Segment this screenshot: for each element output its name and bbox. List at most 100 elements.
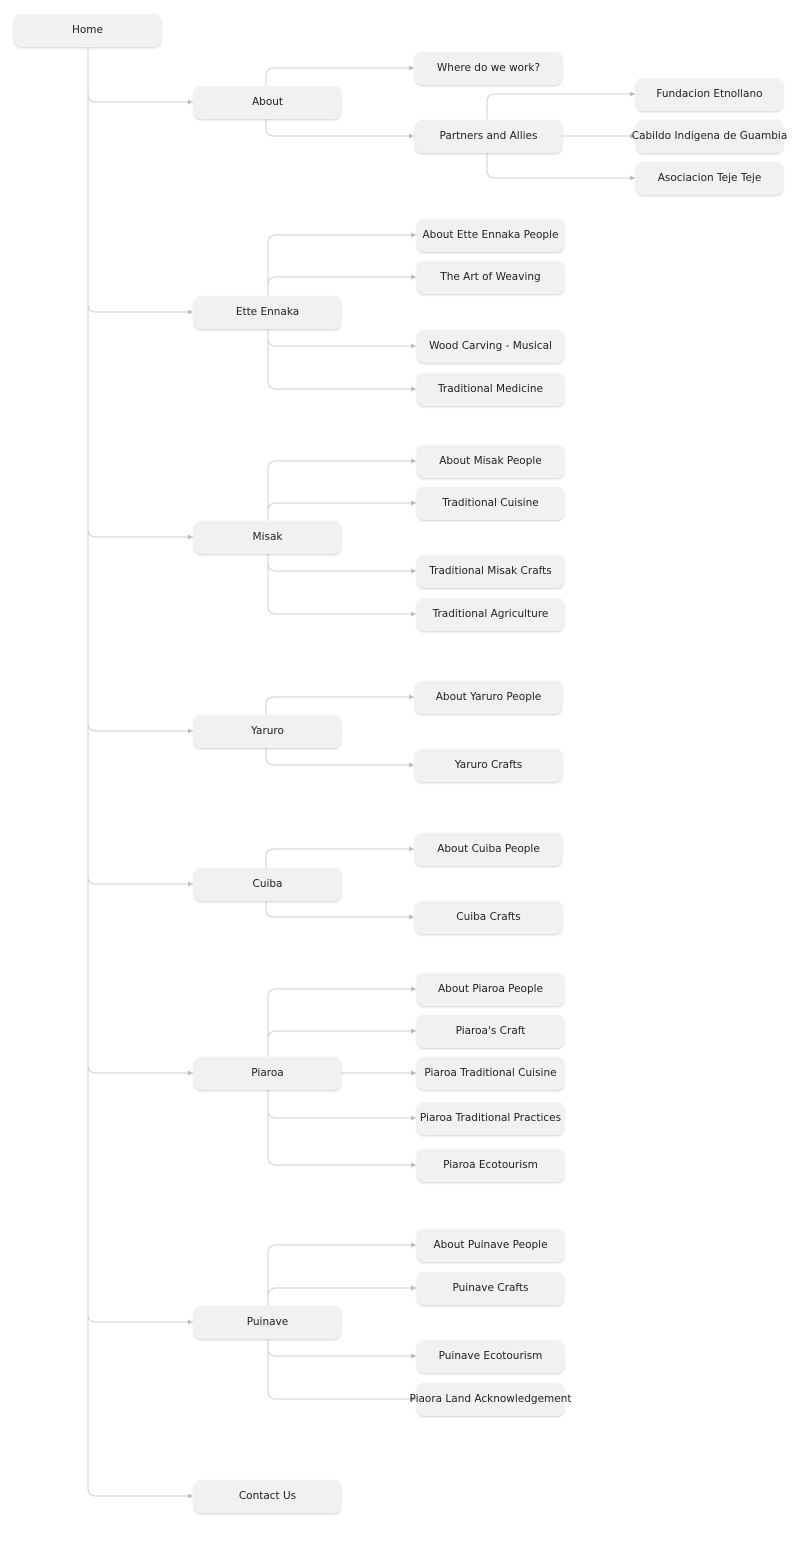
connector xyxy=(267,1089,416,1166)
connector xyxy=(265,696,414,715)
node-piaroa-traditional-practices[interactable]: Piaroa Traditional Practices xyxy=(417,1101,564,1135)
node-partners-and-allies[interactable]: Partners and Allies xyxy=(415,119,562,153)
node-about-cuiba-people[interactable]: About Cuiba People xyxy=(415,832,562,866)
node-traditional-medicine[interactable]: Traditional Medicine xyxy=(417,372,564,406)
arrowhead-icon xyxy=(188,309,193,315)
node-traditional-misak-crafts[interactable]: Traditional Misak Crafts xyxy=(417,554,564,588)
node-cuiba[interactable]: Cuiba xyxy=(194,867,341,901)
node-traditional-cuisine[interactable]: Traditional Cuisine xyxy=(417,486,564,520)
node-label: About Ette Ennaka People xyxy=(422,229,559,241)
node-label: Ette Ennaka xyxy=(235,306,300,318)
node-piaora-land-acknowledgement[interactable]: Piaora Land Acknowledgement xyxy=(409,1382,572,1416)
connector xyxy=(267,553,416,615)
node-about-piaroa-people[interactable]: About Piaroa People xyxy=(417,972,564,1006)
node-label: Partners and Allies xyxy=(439,130,538,142)
connector xyxy=(87,46,193,1497)
arrowhead-icon xyxy=(409,846,414,852)
node-contact-us[interactable]: Contact Us xyxy=(194,1479,341,1513)
connector xyxy=(267,1030,416,1057)
node-label: About Misak People xyxy=(439,455,542,467)
node-label: Traditional Medicine xyxy=(438,383,543,395)
arrowhead-icon xyxy=(409,914,414,920)
connector xyxy=(267,234,416,296)
node-label: Wood Carving - Musical xyxy=(429,340,552,352)
arrowhead-icon xyxy=(411,1162,416,1168)
node-puinave-crafts[interactable]: Puinave Crafts xyxy=(417,1271,564,1305)
connector xyxy=(87,46,193,538)
arrowhead-icon xyxy=(411,611,416,617)
node-traditional-agriculture[interactable]: Traditional Agriculture xyxy=(417,597,564,631)
node-about[interactable]: About xyxy=(194,85,341,119)
connector xyxy=(87,46,193,885)
connector xyxy=(265,747,414,766)
node-cabildo-indigena-de-guambia[interactable]: Cabildo Indigena de Guambia xyxy=(632,119,787,153)
arrowhead-icon xyxy=(411,568,416,574)
node-misak[interactable]: Misak xyxy=(194,520,341,554)
connector xyxy=(87,46,193,1074)
node-fundacion-etnollano[interactable]: Fundacion Etnollano xyxy=(636,77,783,111)
node-label: About Piaroa People xyxy=(438,983,543,995)
arrowhead-icon xyxy=(411,500,416,506)
node-yaruro[interactable]: Yaruro xyxy=(194,714,341,748)
connector xyxy=(486,152,635,179)
node-label: Piaroa Traditional Cuisine xyxy=(424,1067,557,1079)
arrowhead-icon xyxy=(188,99,193,105)
connector xyxy=(87,46,193,313)
node-asociacion-teje-teje[interactable]: Asociacion Teje Teje xyxy=(636,161,783,195)
arrowhead-icon xyxy=(630,133,635,139)
connector xyxy=(265,900,414,918)
connector xyxy=(267,502,416,521)
node-label: About xyxy=(251,96,284,108)
node-label: Puinave Crafts xyxy=(452,1282,529,1294)
node-puinave[interactable]: Puinave xyxy=(194,1305,341,1339)
node-yaruro-crafts[interactable]: Yaruro Crafts xyxy=(415,748,562,782)
node-label: Traditional Agriculture xyxy=(432,608,549,620)
node-label: Traditional Misak Crafts xyxy=(429,565,552,577)
node-home[interactable]: Home xyxy=(14,13,161,47)
node-about-puinave-people[interactable]: About Puinave People xyxy=(417,1228,564,1262)
arrowhead-icon xyxy=(409,694,414,700)
arrowhead-icon xyxy=(409,762,414,768)
node-cuiba-crafts[interactable]: Cuiba Crafts xyxy=(415,900,562,934)
node-wood-carving-musical[interactable]: Wood Carving - Musical xyxy=(417,329,564,363)
node-ette-ennaka[interactable]: Ette Ennaka xyxy=(194,295,341,329)
connector xyxy=(267,553,416,572)
arrowhead-icon xyxy=(411,1115,416,1121)
node-where-do-we-work[interactable]: Where do we work? xyxy=(415,51,562,85)
node-about-misak-people[interactable]: About Misak People xyxy=(417,444,564,478)
arrowhead-icon xyxy=(411,1028,416,1034)
node-piaroa[interactable]: Piaroa xyxy=(194,1056,341,1090)
node-label: Piaroa Traditional Practices xyxy=(419,1112,562,1124)
connector xyxy=(265,848,414,868)
connector xyxy=(87,46,193,1323)
connector xyxy=(265,118,414,137)
arrowhead-icon xyxy=(411,1242,416,1248)
node-label: Cuiba xyxy=(252,878,283,890)
node-label: Cabildo Indigena de Guambia xyxy=(631,130,788,142)
node-label: Contact Us xyxy=(238,1490,297,1502)
node-label: Traditional Cuisine xyxy=(442,497,539,509)
node-puinave-ecotourism[interactable]: Puinave Ecotourism xyxy=(417,1339,564,1373)
node-label: Fundacion Etnollano xyxy=(656,88,763,100)
node-label: Asociacion Teje Teje xyxy=(657,172,762,184)
node-piaroa-traditional-cuisine[interactable]: Piaroa Traditional Cuisine xyxy=(417,1056,564,1090)
node-piaroa-s-craft[interactable]: Piaroa's Craft xyxy=(417,1014,564,1048)
connector xyxy=(267,460,416,521)
connector xyxy=(265,67,414,86)
node-label: Piaora Land Acknowledgement xyxy=(409,1393,572,1405)
node-piaroa-ecotourism[interactable]: Piaroa Ecotourism xyxy=(417,1148,564,1182)
arrowhead-icon xyxy=(411,343,416,349)
node-about-ette-ennaka-people[interactable]: About Ette Ennaka People xyxy=(417,218,564,252)
arrowhead-icon xyxy=(188,1319,193,1325)
connector xyxy=(486,93,635,120)
arrowhead-icon xyxy=(630,91,635,97)
arrowhead-icon xyxy=(411,458,416,464)
node-label: Piaroa xyxy=(251,1067,284,1079)
node-the-art-of-weaving[interactable]: The Art of Weaving xyxy=(417,260,564,294)
node-about-yaruro-people[interactable]: About Yaruro People xyxy=(415,680,562,714)
arrowhead-icon xyxy=(409,65,414,71)
arrowhead-icon xyxy=(630,175,635,181)
node-label: Piaroa's Craft xyxy=(455,1025,526,1037)
connector xyxy=(267,1244,416,1306)
